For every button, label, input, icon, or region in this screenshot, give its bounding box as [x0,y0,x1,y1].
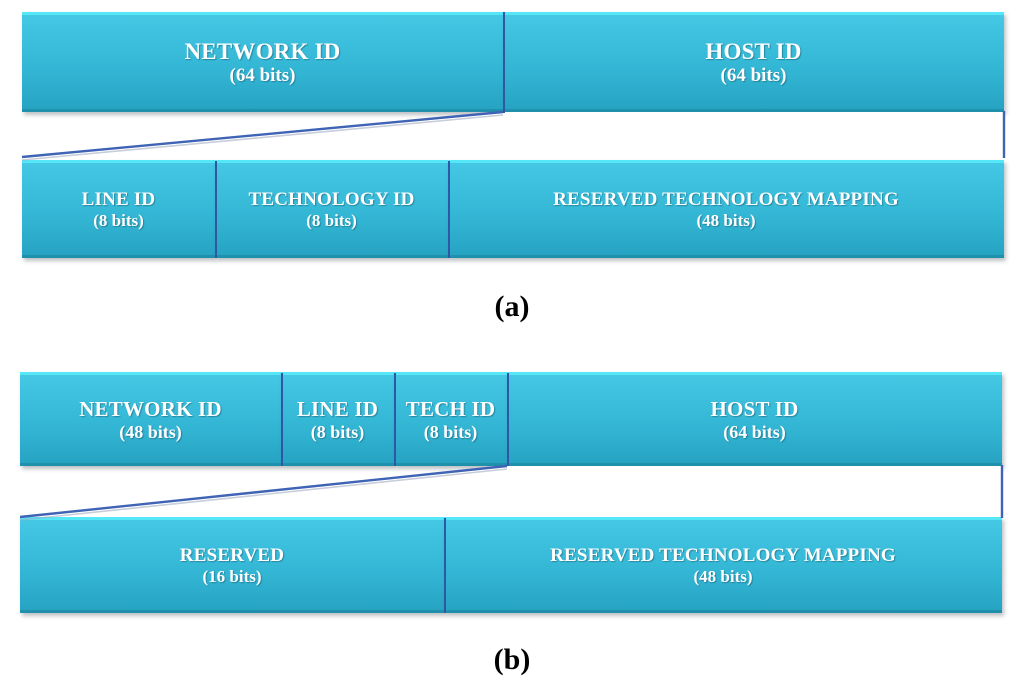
divider-b-row1-2 [394,373,396,466]
field-bits: (8 bits) [306,211,357,231]
divider-a-row2-2 [448,161,450,258]
connector-a [0,105,1024,167]
field-b-network-id: NETWORK ID (48 bits) [20,372,281,466]
field-bits: (8 bits) [310,421,365,442]
field-label: LINE ID [296,396,379,421]
field-bits: (64 bits) [229,65,296,86]
field-bits: (16 bits) [202,567,262,587]
divider-b-row1-1 [281,373,283,466]
field-a-network-id: NETWORK ID (64 bits) [22,12,503,112]
field-label: TECH ID [405,396,496,421]
field-bits: (48 bits) [693,567,753,587]
field-label: RESERVED [179,545,285,567]
connector-b [0,460,1024,522]
field-b-reserved: RESERVED (16 bits) [20,517,444,613]
field-label: HOST ID [705,39,802,65]
field-bits: (48 bits) [119,421,182,442]
field-label: HOST ID [710,396,799,421]
field-b-line-id: LINE ID (8 bits) [281,372,394,466]
field-label: NETWORK ID [79,396,222,421]
field-bits: (48 bits) [696,211,756,231]
field-label: RESERVED TECHNOLOGY MAPPING [553,189,899,211]
field-bits: (8 bits) [423,421,478,442]
field-bits: (8 bits) [93,211,144,231]
caption-b: (b) [493,643,531,676]
field-b-tech-id: TECH ID (8 bits) [394,372,507,466]
field-a-reserved-technology-mapping: RESERVED TECHNOLOGY MAPPING (48 bits) [448,160,1004,258]
field-b-reserved-technology-mapping: RESERVED TECHNOLOGY MAPPING (48 bits) [444,517,1002,613]
divider-b-row1-3 [507,373,509,466]
field-a-line-id: LINE ID (8 bits) [22,160,215,258]
field-bits: (64 bits) [720,65,787,86]
caption-a: (a) [494,290,530,323]
field-label: LINE ID [81,189,156,211]
divider-a-row1-1 [503,12,505,113]
field-label: NETWORK ID [184,39,341,65]
divider-a-row2-1 [215,161,217,258]
field-b-host-id: HOST ID (64 bits) [507,372,1002,466]
divider-b-row2-1 [444,518,446,613]
field-bits: (64 bits) [723,421,786,442]
field-label: TECHNOLOGY ID [248,189,415,211]
field-label: RESERVED TECHNOLOGY MAPPING [550,545,896,567]
field-a-technology-id: TECHNOLOGY ID (8 bits) [215,160,448,258]
field-a-host-id: HOST ID (64 bits) [503,12,1004,112]
